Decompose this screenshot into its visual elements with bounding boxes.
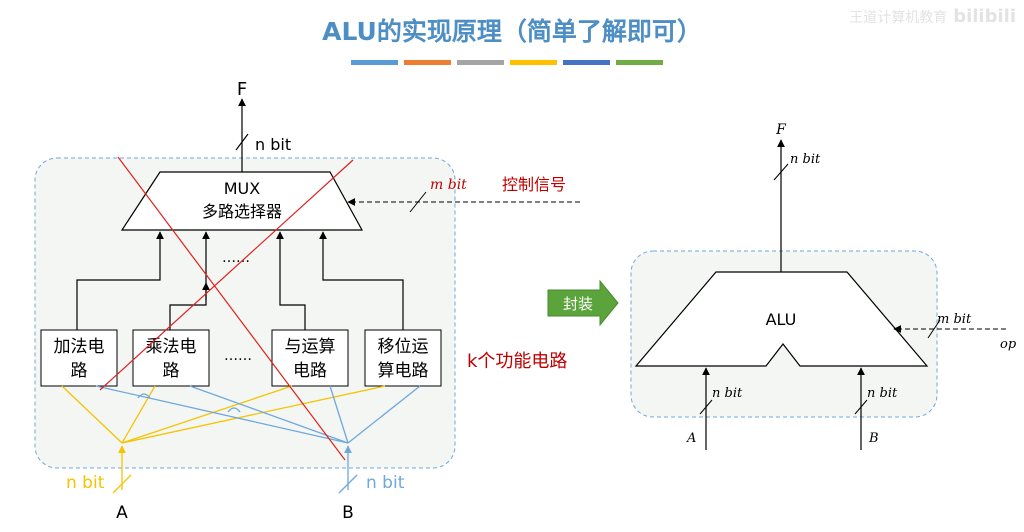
and-circuit-box	[271, 329, 349, 387]
multiplier-circuit-box	[132, 329, 210, 387]
output-f-label: F	[237, 79, 247, 100]
output-slash	[235, 133, 249, 151]
right-input-a-label: A	[686, 431, 696, 446]
input-a-wires	[61, 385, 386, 494]
right-input-b-label: B	[868, 431, 879, 446]
op-label: op	[1000, 337, 1017, 352]
title-color-bar	[457, 60, 504, 65]
left-container	[34, 157, 456, 469]
input-a-width-label: n bit	[66, 473, 105, 493]
control-signal-label: 控制信号	[502, 175, 566, 194]
alu-label: ALU	[766, 310, 797, 329]
bilibili-logo: bilibili	[953, 6, 1016, 27]
red-cross-line-1	[117, 156, 346, 461]
encapsulate-label: 封装	[563, 295, 593, 313]
adder-circuit-box	[40, 329, 118, 387]
red-cross-line-2	[99, 159, 354, 391]
and-circuit-label-1: 与运算	[285, 337, 336, 357]
input-a-label: A	[116, 503, 128, 523]
title-color-bar	[563, 60, 610, 65]
adder-circuit-label-2: 路	[71, 361, 88, 381]
control-slash	[409, 191, 427, 213]
right-output-slash	[773, 163, 789, 181]
multiplier-circuit-label-1: 乘法电	[146, 337, 197, 357]
shift-to-mux-arrow	[319, 231, 404, 330]
input-b-wires	[95, 385, 421, 494]
title-color-bar	[510, 60, 557, 65]
left-diagram: MUX 多路选择器 n bit F m bit 控制信号 …… 加法电 路 乘法…	[34, 79, 580, 523]
title-color-bar	[351, 60, 398, 65]
input-b-width-label: n bit	[366, 473, 405, 493]
watermark: 王道计算机教育 bilibili	[849, 6, 1016, 27]
k-circuits-label: k个功能电路	[467, 351, 567, 372]
shift-circuit-label-2: 算电路	[378, 361, 429, 381]
right-input-a-width-label: n bit	[712, 386, 743, 401]
ellipsis-lower: ……	[224, 348, 252, 364]
title-color-bar	[404, 60, 451, 65]
multiplier-to-mux-arrow	[169, 231, 210, 330]
input-b-label: B	[342, 503, 354, 523]
mux-sublabel: 多路选择器	[202, 202, 282, 221]
right-control-slash	[927, 319, 941, 339]
mux-block	[120, 171, 364, 231]
right-input-a-slash	[699, 399, 713, 415]
control-width-label: m bit	[430, 177, 467, 193]
slide-title: ALU的实现原理（简单了解即可）	[322, 17, 702, 46]
mux-label: MUX	[224, 179, 261, 198]
encapsulate-arrow: 封装	[547, 279, 619, 327]
right-control-width-label: m bit	[937, 312, 972, 327]
shift-circuit-label-1: 移位运	[378, 337, 429, 357]
right-diagram: ALU n bit F m bit op n bit A n bit B	[630, 122, 1017, 450]
and-to-mux-arrow	[276, 231, 306, 330]
and-circuit-label-2: 电路	[293, 361, 327, 381]
right-input-b-slash	[854, 399, 868, 415]
shift-circuit-box	[364, 329, 442, 387]
ellipsis-upper: ……	[222, 250, 250, 266]
adder-to-mux-arrow	[76, 231, 164, 330]
right-output-width-label: n bit	[790, 152, 821, 167]
adder-circuit-label-1: 加法电	[54, 337, 105, 357]
right-input-b-width-label: n bit	[867, 386, 898, 401]
output-width-label: n bit	[255, 135, 291, 154]
right-output-f-label: F	[775, 122, 787, 138]
multiplier-circuit-label-2: 路	[163, 361, 180, 381]
alu-block	[634, 271, 929, 367]
title-color-bar	[616, 60, 663, 65]
title-color-bars	[351, 60, 663, 65]
watermark-text: 王道计算机教育	[849, 10, 948, 26]
